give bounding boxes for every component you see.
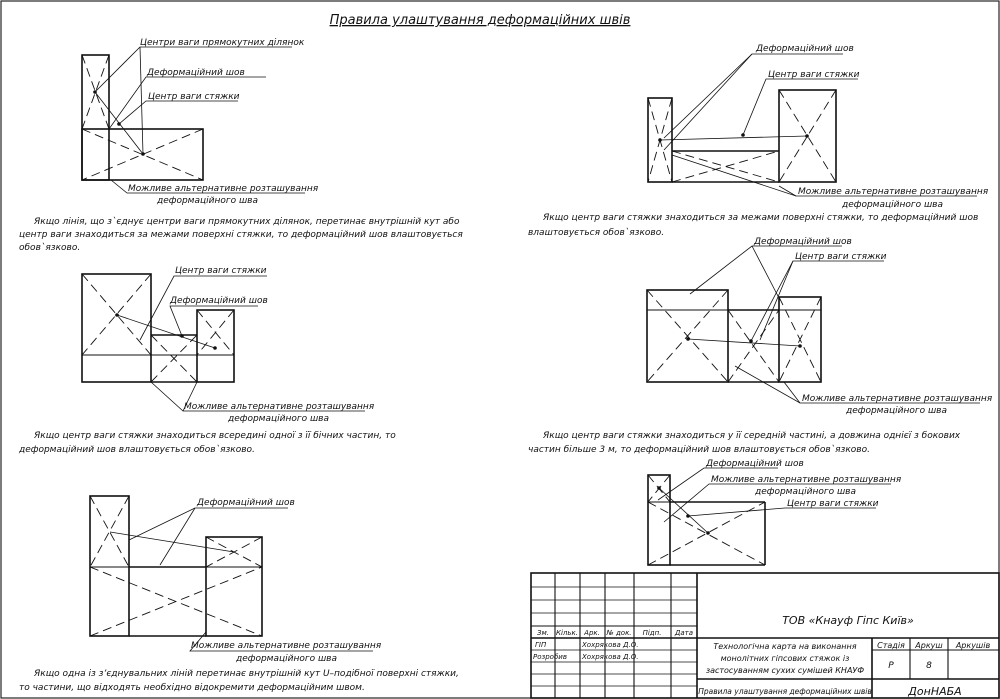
diagram-3: Центр ваги стяжки Деформаційний шов Можл… [18, 266, 396, 455]
d5-label-alt-2: деформаційного шва [235, 654, 337, 664]
d1-caption-line-2: центр ваги знаходиться за межами поверхн… [19, 230, 463, 240]
d6-label-screed-center: Центр ваги стяжки [787, 499, 879, 509]
title-block: Зм. Кільк. Арк. № док. Підп. Дата ГІП Хо… [530, 572, 1000, 699]
page-title: Правила улаштування деформаційних швів [330, 13, 631, 28]
d1-label-screed-center: Центр ваги стяжки [148, 92, 240, 102]
stamp-sheet-name: Правила улаштування деформаційних швів [698, 687, 872, 696]
d5-label-alt-1: Можливе альтернативне розташування [191, 641, 382, 651]
d1-label-centers: Центри ваги прямокутних ділянок [140, 38, 305, 48]
stamp-sheet-value: 8 [926, 661, 932, 671]
stamp-sheets-label: Аркушів [955, 641, 991, 650]
d6-label-alt-2: деформаційного шва [754, 487, 856, 497]
diagram-4: Деформаційний шов Центр ваги стяжки Можл… [528, 237, 993, 455]
d4-label-alt-2: деформаційного шва [845, 406, 947, 416]
d1-vertical-rect [81, 54, 110, 181]
d2-label-joint: Деформаційний шов [755, 44, 854, 54]
stamp-company: ТОВ «Кнауф Гіпс Київ» [782, 614, 914, 627]
d3-label-alt-2: деформаційного шва [227, 414, 329, 424]
d3-label-screed-center: Центр ваги стяжки [175, 266, 267, 276]
diagram-5: Деформаційний шов Можливе альтернативне … [19, 495, 459, 693]
d4-caption-line-1: Якщо центр ваги стяжки знаходиться у її … [542, 431, 961, 441]
stamp-stage-label: Стадія [877, 641, 905, 650]
diagram-6: Деформаційний шов Можливе альтернативне … [647, 459, 902, 566]
stamp-header-ark: Арк. [583, 629, 600, 637]
d4-label-joint: Деформаційний шов [753, 237, 852, 247]
d2-label-alt-2: деформаційного шва [841, 200, 943, 210]
d2-caption-line-1: Якщо центр ваги стяжки знаходиться за ме… [542, 213, 978, 223]
d1-label-joint: Деформаційний шов [146, 68, 245, 78]
d5-caption-line-2: то частини, що відходять необхідно відок… [19, 683, 365, 693]
diagram-2: Деформаційний шов Центр ваги стяжки Можл… [528, 44, 989, 238]
stamp-developer-name: Хохрякова Д.О. [581, 653, 638, 661]
d4-caption-line-2: частин більше 3 м, то деформаційний шов … [528, 444, 870, 455]
d2-label-screed-center: Центр ваги стяжки [768, 70, 860, 80]
stamp-header-zm: Зм. [537, 629, 549, 637]
diagram-1: Центри ваги прямокутних ділянок Деформац… [19, 38, 463, 253]
stamp-doc-title-3: застосуванням сухих сумішей КНАУФ [706, 666, 864, 675]
d4-label-screed-center: Центр ваги стяжки [795, 252, 887, 262]
d3-label-joint: Деформаційний шов [169, 296, 268, 306]
stamp-gip-label: ГІП [535, 641, 547, 649]
d1-label-alt-1: Можливе альтернативне розташування [128, 184, 319, 194]
d6-label-alt-1: Можливе альтернативне розташування [711, 475, 902, 485]
stamp-header-date: Дата [674, 629, 693, 637]
d5-caption-line-1: Якщо одна із з’єднувальних ліній перетин… [33, 669, 459, 679]
d1-label-alt-2: деформаційного шва [156, 196, 258, 206]
d1-caption-line-1: Якщо лінія, що з`єднує центри ваги прямо… [33, 216, 460, 227]
stamp-header-sign: Підп. [643, 629, 662, 637]
stamp-doc-title-2: монолітних гіпсових стяжок із [721, 654, 850, 663]
stamp-org: ДонНАБА [907, 685, 961, 698]
d3-caption-line-2: деформаційний шов влаштовується обов`язк… [18, 444, 255, 455]
d2-label-alt-1: Можливе альтернативне розташування [798, 187, 989, 197]
stamp-gip-name: Хохрякова Д.О. [581, 641, 638, 649]
stamp-stage-value: Р [888, 661, 894, 671]
d6-label-joint: Деформаційний шов [705, 459, 804, 469]
d3-label-alt-1: Можливе альтернативне розташування [184, 402, 375, 412]
stamp-header-kilk: Кільк. [556, 629, 578, 637]
d2-caption-line-2: влаштовується обов`язково. [528, 227, 664, 238]
stamp-sheet-label: Аркуш [914, 641, 943, 650]
d4-label-alt-1: Можливе альтернативне розташування [802, 394, 993, 404]
stamp-header-doc: № док. [605, 629, 631, 637]
stamp-doc-title-1: Технологічна карта на виконання [713, 642, 856, 651]
stamp-developer-label: Розробив [533, 653, 567, 661]
d3-caption-line-1: Якщо центр ваги стяжки знаходиться всере… [33, 431, 396, 441]
d1-caption-line-3: обов`язково. [19, 242, 80, 253]
d5-label-joint: Деформаційний шов [196, 498, 295, 508]
